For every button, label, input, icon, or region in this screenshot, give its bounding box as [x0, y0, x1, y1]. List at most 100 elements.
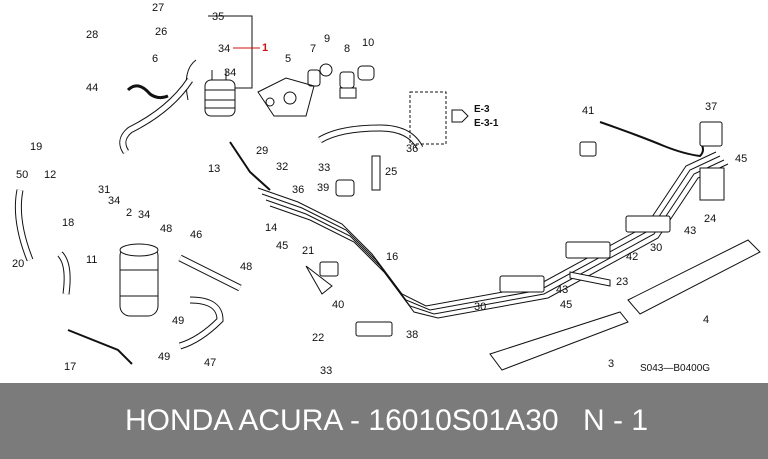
clip-21 — [319, 261, 339, 277]
ref-e3: E-3 — [474, 104, 490, 115]
ref-box — [409, 91, 447, 145]
callout-8: 8 — [344, 43, 350, 55]
hose-47-inner — [179, 297, 223, 349]
callout-37: 37 — [705, 101, 717, 113]
callout-48: 48 — [160, 223, 172, 235]
callouts: 27 35 26 28 34 1 6 34 5 7 8 9 10 44 29 3… — [12, 2, 747, 377]
part-number-title: HONDA ACURA - 16010S01A30 — [125, 404, 559, 437]
callout-33: 33 — [320, 365, 332, 377]
callout-24: 24 — [704, 213, 716, 225]
callout-13: 13 — [208, 163, 220, 175]
callout-26: 26 — [155, 26, 167, 38]
callout-45: 45 — [735, 153, 747, 165]
callout-47: 47 — [204, 357, 216, 369]
grommet-7 — [307, 69, 321, 87]
canister-11 — [119, 243, 159, 317]
clamp-42 — [565, 241, 611, 259]
callout-21: 21 — [302, 245, 314, 257]
bracket-24 — [699, 167, 725, 201]
callout-33: 33 — [318, 162, 330, 174]
protector-3 — [489, 311, 629, 371]
callout-46: 46 — [190, 229, 202, 241]
bracket-part-5 — [257, 77, 315, 117]
callout-9: 9 — [324, 33, 330, 45]
callout-36: 36 — [292, 184, 304, 196]
callout-44: 44 — [86, 82, 98, 94]
callout-6: 6 — [152, 53, 158, 65]
callout-34: 34 — [224, 67, 236, 79]
protector-4 — [627, 239, 761, 315]
grommet-39 — [335, 179, 355, 197]
callout-5: 5 — [285, 53, 291, 65]
callout-1: 1 — [262, 42, 268, 54]
clamp-43b — [499, 275, 545, 293]
clamp-38 — [355, 321, 393, 337]
callout-19: 19 — [30, 141, 42, 153]
callout-28: 28 — [86, 29, 98, 41]
grommet-8 — [339, 71, 355, 89]
callout-31: 31 — [98, 184, 110, 196]
bracket-23 — [569, 271, 611, 287]
callout-34: 34 — [138, 209, 150, 221]
footer-text: HONDA ACURA - 16010S01A30 N - 1 — [0, 383, 768, 459]
ref-arrow — [451, 109, 469, 123]
grommet-8b — [339, 87, 357, 99]
pipe-17 — [67, 329, 133, 365]
callout-30: 30 — [650, 242, 662, 254]
callout-29: 29 — [256, 145, 268, 157]
callout-38: 38 — [406, 329, 418, 341]
bracket-40 — [305, 265, 333, 295]
connector-41 — [579, 141, 597, 157]
diagram-code: S043—B0400G — [640, 363, 710, 374]
callout-40: 40 — [332, 299, 344, 311]
quantity-label: N - 1 — [583, 404, 649, 437]
callout-7: 7 — [310, 43, 316, 55]
callout-35: 35 — [212, 11, 224, 23]
callout-27: 27 — [152, 2, 164, 14]
ref-e3-1: E-3-1 — [474, 118, 499, 129]
callout-12: 12 — [44, 169, 56, 181]
callout-10: 10 — [362, 37, 374, 49]
callout-17: 17 — [64, 361, 76, 373]
pipe-41 — [599, 121, 704, 158]
footer-bar: HONDA ACURA - 16010S01A30 N - 1 — [0, 383, 768, 459]
callout-14: 14 — [265, 222, 277, 234]
hose-46-inner — [178, 255, 242, 291]
parts-diagram: 27 35 26 28 34 1 6 34 5 7 8 9 10 44 29 3… — [12, 2, 761, 377]
callout-23: 23 — [616, 276, 628, 288]
grommet-10 — [357, 65, 375, 81]
callout-22: 22 — [312, 332, 324, 344]
callout-34: 34 — [218, 43, 230, 55]
hose-50-inner — [15, 189, 33, 261]
callout-39: 39 — [317, 182, 329, 194]
fuel-lines-main — [257, 151, 729, 319]
callout-11: 11 — [86, 254, 97, 266]
callout-42: 42 — [626, 251, 638, 263]
callout-32: 32 — [276, 161, 288, 173]
callout-43: 43 — [684, 225, 696, 237]
bracket-25 — [371, 155, 381, 191]
callout-36: 36 — [406, 143, 418, 155]
callout-45: 45 — [560, 299, 572, 311]
callout-41: 41 — [582, 105, 594, 117]
hose-6 — [126, 84, 169, 100]
callout-48: 48 — [240, 261, 252, 273]
callout-34: 34 — [108, 195, 120, 207]
callout-30: 30 — [474, 301, 486, 313]
clamp-43a — [625, 215, 671, 233]
callout-49: 49 — [172, 315, 184, 327]
callout-3: 3 — [608, 358, 614, 370]
callout-2: 2 — [126, 207, 132, 219]
hose-main-inner — [120, 78, 193, 154]
callout-50: 50 — [16, 169, 28, 181]
callout-20: 20 — [12, 258, 24, 270]
fuel-filter-part — [185, 59, 236, 117]
callout-45: 45 — [276, 240, 288, 252]
parts-diagram-svg: 27 35 26 28 34 1 6 34 5 7 8 9 10 44 29 3… — [12, 2, 761, 377]
pipe-13 — [229, 141, 271, 191]
clip-9 — [319, 63, 333, 77]
hose-18-inner — [58, 252, 70, 295]
hose-top-right-inner — [318, 125, 423, 150]
callout-25: 25 — [385, 166, 397, 178]
callout-18: 18 — [62, 217, 74, 229]
